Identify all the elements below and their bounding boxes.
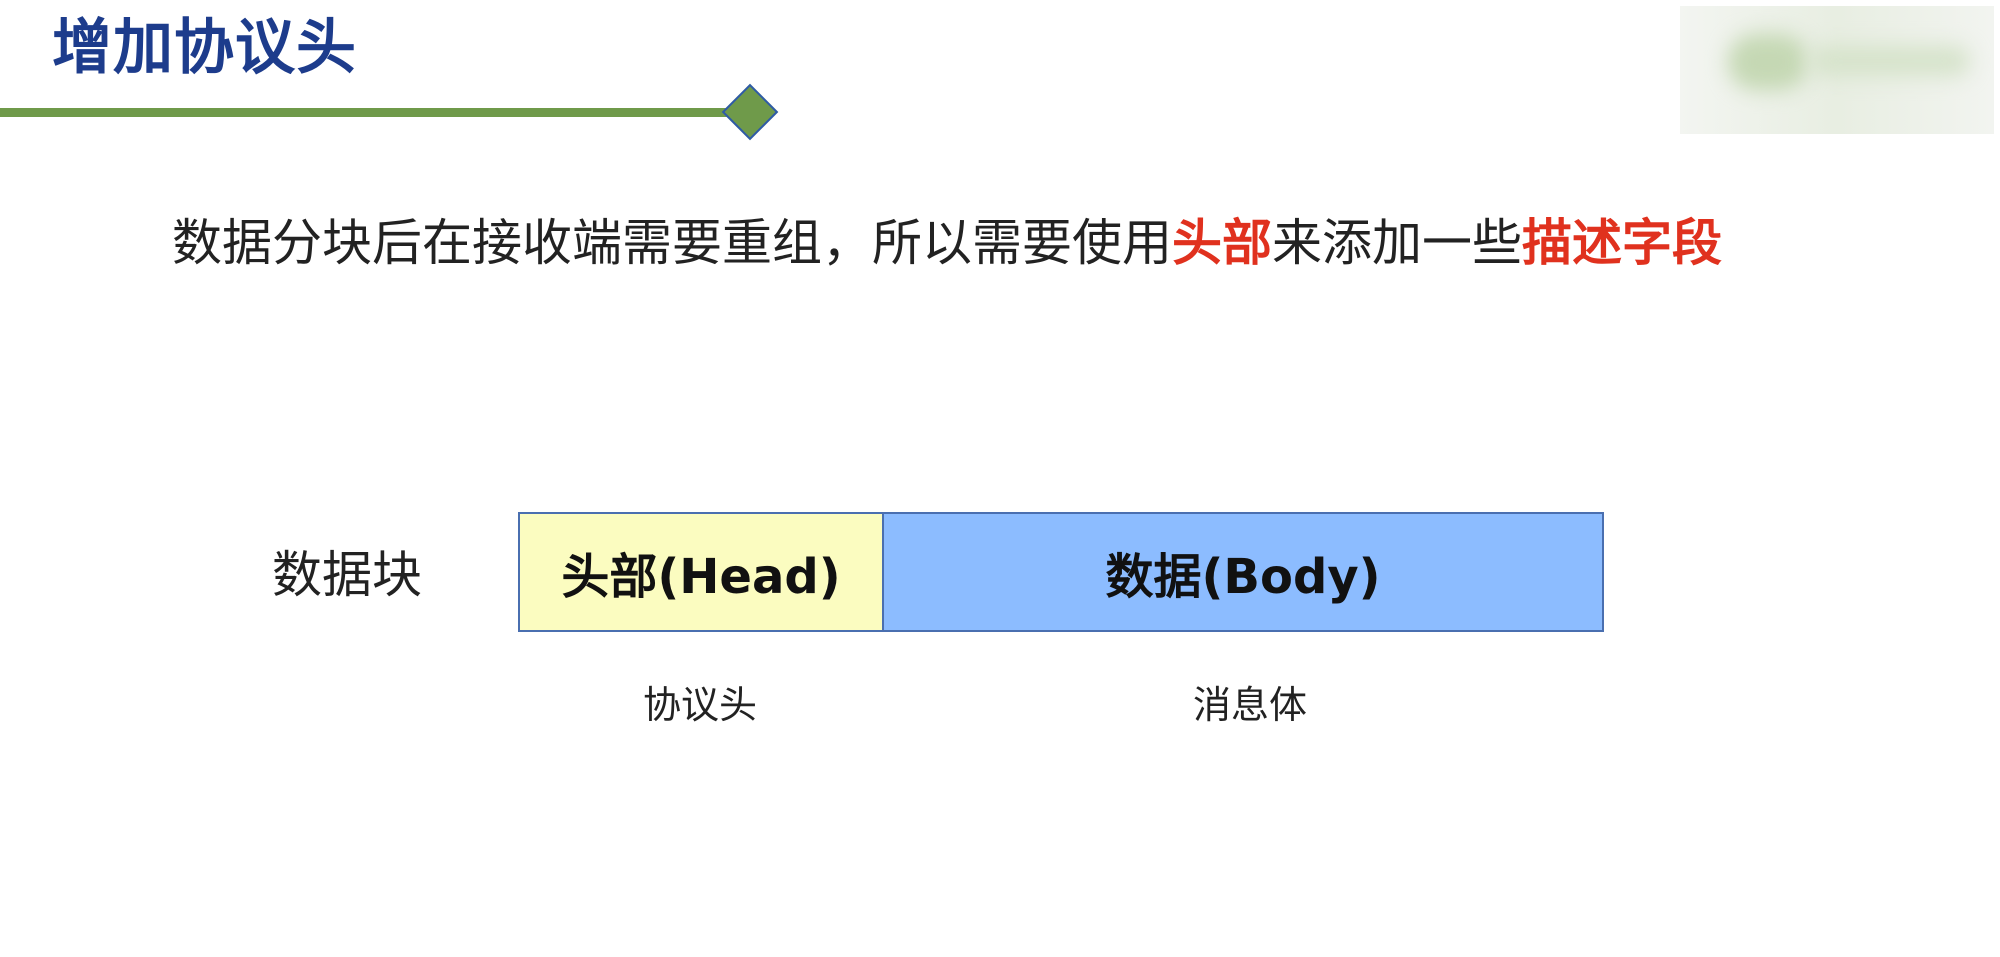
highlight-description-field: 描述字段 — [1522, 214, 1722, 272]
diamond-marker-icon — [721, 83, 779, 141]
body-caption: 消息体 — [1192, 683, 1307, 727]
description-part-2: 来添加一些 — [1272, 214, 1522, 272]
highlight-head: 头部 — [1172, 214, 1272, 272]
description-text: 数据分块后在接收端需要重组，所以需要使用头部来添加一些描述字段 — [172, 205, 1812, 281]
body-block: 数据(Body) — [882, 512, 1604, 632]
slide-title: 增加协议头 — [52, 13, 357, 83]
title-underline — [0, 108, 740, 117]
description-part-1: 数据分块后在接收端需要重组，所以需要使用 — [172, 214, 1172, 272]
blurred-logo — [1680, 6, 1994, 134]
head-caption: 协议头 — [642, 683, 757, 727]
data-block-label: 数据块 — [272, 546, 422, 604]
head-block: 头部(Head) — [518, 512, 884, 632]
logo-blob — [1810, 46, 1970, 76]
logo-blob — [1728, 34, 1808, 90]
head-block-label: 头部(Head) — [561, 549, 841, 605]
body-block-label: 数据(Body) — [1105, 549, 1381, 605]
